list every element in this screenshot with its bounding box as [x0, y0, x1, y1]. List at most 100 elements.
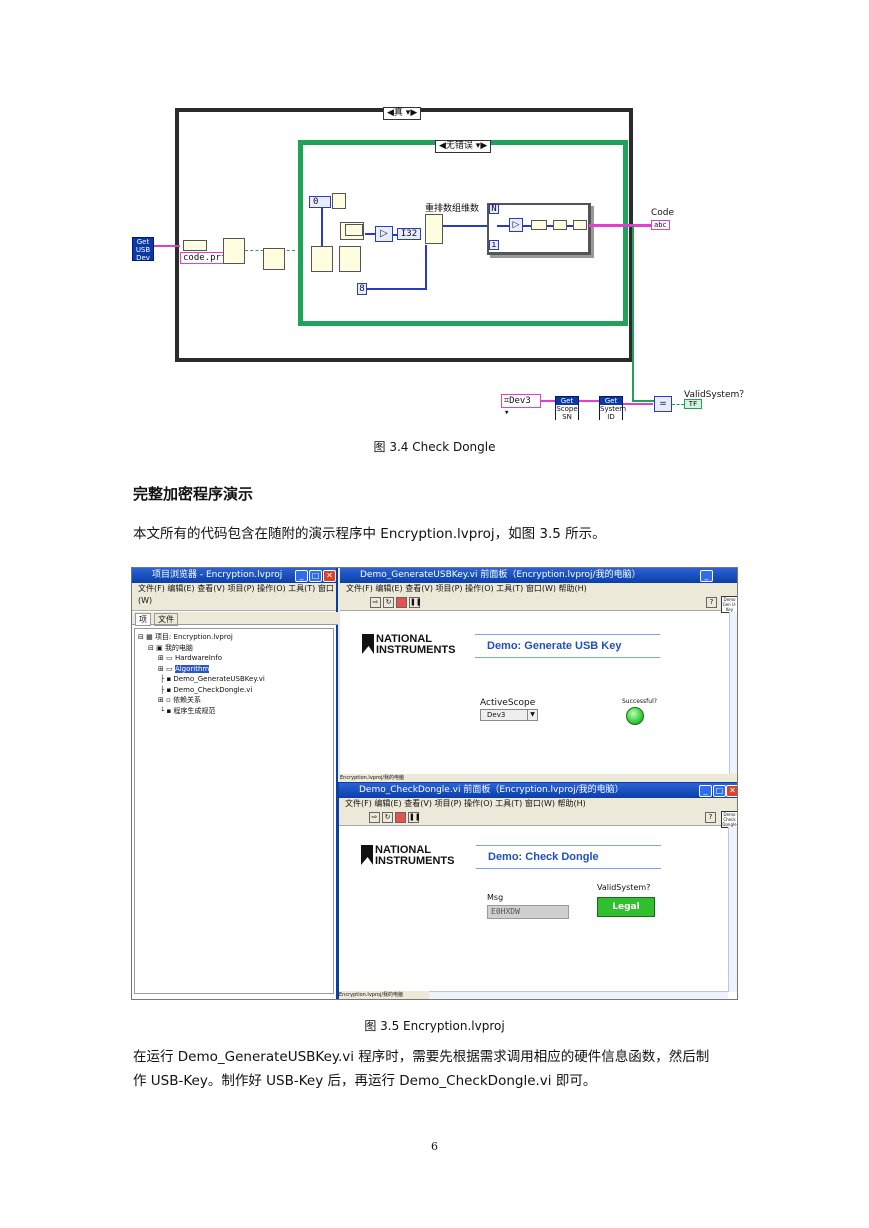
- read-file-node[interactable]: [263, 248, 285, 270]
- equal-node[interactable]: =: [654, 396, 672, 412]
- tree-item[interactable]: └ ▪ 程序生成规范: [160, 706, 216, 715]
- const-zero[interactable]: 0: [309, 196, 331, 208]
- gen-vi-icon: Demo Gen U-Key: [721, 596, 737, 613]
- loop-node-3[interactable]: [573, 220, 587, 230]
- tag-line: Get: [560, 397, 574, 405]
- valid-system-indicator[interactable]: TF: [684, 399, 702, 409]
- reshape-array-node[interactable]: [425, 214, 443, 244]
- tag-line: Get: [604, 397, 618, 405]
- const-eight[interactable]: 8: [357, 283, 367, 295]
- add-node[interactable]: ▷: [509, 218, 523, 232]
- ni-eagle-icon: [362, 634, 374, 654]
- project-window-title[interactable]: 项目浏览器 - Encryption.lvproj: [132, 568, 336, 583]
- valid-system-label: ValidSystem？: [684, 390, 749, 400]
- valid-system-label: ValidSystem?: [597, 883, 651, 892]
- wire: [672, 404, 684, 405]
- section-heading: 完整加密程序演示: [133, 485, 254, 503]
- array-node[interactable]: [332, 193, 346, 209]
- tree-item[interactable]: ⊞ ▭ HardwareInfo: [158, 654, 222, 662]
- chevron-down-icon[interactable]: ▼: [527, 710, 537, 720]
- encryption-screenshot: 项目浏览器 - Encryption.lvproj _ □ ✕ 文件(F) 编辑…: [131, 567, 738, 1000]
- loop-node-2[interactable]: [553, 220, 567, 230]
- maximize-icon[interactable]: □: [713, 785, 726, 797]
- get-scope-sn-tag[interactable]: Get Scope SN: [555, 396, 579, 421]
- tab-items[interactable]: 项: [135, 613, 151, 626]
- tree-item[interactable]: ├ ▪ Demo_GenerateUSBKey.vi: [160, 675, 265, 683]
- run-icon[interactable]: ⇨: [370, 597, 381, 608]
- loop-node-1[interactable]: [531, 220, 547, 230]
- get-system-id-tag[interactable]: Get System ID: [599, 396, 626, 421]
- abort-icon[interactable]: [396, 597, 407, 608]
- paragraph-line: 在运行 Demo_GenerateUSBKey.vi 程序时，需要先根据需求调用…: [133, 1049, 710, 1065]
- check-demo-title: Demo: Check Dongle: [476, 845, 661, 869]
- generate-usb-key-window[interactable]: Demo_GenerateUSBKey.vi 前面板（Encryption.lv…: [340, 568, 737, 782]
- abort-icon[interactable]: [395, 812, 406, 823]
- outer-case-selector[interactable]: ◀真 ▾▶: [383, 107, 422, 120]
- successful-label: Successful?: [622, 698, 657, 705]
- help-icon[interactable]: ?: [706, 597, 717, 608]
- minimize-icon[interactable]: _: [700, 570, 713, 582]
- file-path-constant[interactable]: code.prf: [180, 252, 230, 264]
- compare-node[interactable]: ▷: [375, 226, 393, 242]
- tree-item[interactable]: ⊟ ▦ 项目: Encryption.lvproj: [138, 633, 233, 641]
- dev-control[interactable]: ⌗Dev3 ▾: [501, 394, 541, 418]
- closing-paragraph: 在运行 Demo_GenerateUSBKey.vi 程序时，需要先根据需求调用…: [133, 1045, 753, 1093]
- code-output-indicator[interactable]: abc: [651, 220, 670, 230]
- help-icon[interactable]: ?: [705, 812, 716, 823]
- tab-files[interactable]: 文件: [154, 613, 178, 626]
- minimize-icon[interactable]: _: [295, 570, 308, 582]
- inner-case-selector[interactable]: ◀无错误 ▾▶: [435, 140, 492, 153]
- index-array-node[interactable]: [345, 224, 363, 236]
- run-continuous-icon[interactable]: ↻: [383, 597, 394, 608]
- legal-indicator: Legal: [597, 897, 655, 917]
- check-vertical-scrollbar[interactable]: [728, 827, 737, 992]
- generate-status-bar: Encryption.lvproj/我的电脑: [340, 774, 737, 782]
- check-dongle-window[interactable]: Demo_CheckDongle.vi 前面板（Encryption.lvpro…: [338, 782, 737, 999]
- project-tree-border: [134, 628, 334, 994]
- file-node[interactable]: [183, 240, 207, 251]
- msg-label: Msg: [487, 893, 504, 902]
- tag-line: Scope: [556, 405, 578, 413]
- tree-item[interactable]: ⊞ ▫ 依赖关系: [158, 696, 202, 704]
- generate-window-title[interactable]: Demo_GenerateUSBKey.vi 前面板（Encryption.lv…: [340, 568, 737, 583]
- tree-item[interactable]: ⊟ ▣ 我的电脑: [148, 643, 193, 652]
- tree-item[interactable]: ├ ▪ Demo_CheckDongle.vi: [160, 685, 253, 694]
- wire: [365, 233, 377, 235]
- wire: [632, 400, 654, 402]
- check-toolbar: ⇨ ↻ ❚❚ ?: [339, 811, 737, 826]
- active-scope-select[interactable]: Dev3 ▼: [480, 709, 538, 721]
- wire: [589, 224, 651, 227]
- get-usb-dev-tag[interactable]: Get USB Dev: [132, 237, 154, 262]
- tag-line: ID: [600, 413, 622, 421]
- close-icon[interactable]: ✕: [726, 785, 737, 797]
- run-continuous-icon[interactable]: ↻: [382, 812, 393, 823]
- pause-icon[interactable]: ❚❚: [408, 812, 421, 823]
- read-binary-node[interactable]: [339, 246, 361, 272]
- open-file-node[interactable]: [223, 238, 245, 264]
- project-menu-bar[interactable]: 文件(F) 编辑(E) 查看(V) 项目(P) 操作(O) 工具(T) 窗口(W…: [132, 583, 336, 605]
- tag-line: Dev: [136, 254, 150, 262]
- loop-index-i: i: [489, 240, 499, 250]
- check-menu-bar[interactable]: 文件(F) 编辑(E) 查看(V) 项目(P) 操作(O) 工具(T) 窗口(W…: [339, 798, 737, 811]
- project-window[interactable]: 项目浏览器 - Encryption.lvproj _ □ ✕ 文件(F) 编辑…: [132, 568, 338, 999]
- project-tree: ⊟ ▦ 项目: Encryption.lvproj ⊟ ▣ 我的电脑 ⊞ ▭ H…: [138, 632, 328, 716]
- active-scope-label: ActiveScope: [480, 698, 536, 708]
- binary-read-node[interactable]: [311, 246, 333, 272]
- page-number: 6: [431, 1140, 438, 1153]
- wire: [579, 400, 599, 402]
- check-window-title[interactable]: Demo_CheckDongle.vi 前面板（Encryption.lvpro…: [339, 783, 737, 798]
- numeric-i32[interactable]: I32: [397, 228, 421, 240]
- close-icon[interactable]: ✕: [323, 570, 336, 582]
- generate-menu-bar[interactable]: 文件(F) 编辑(E) 查看(V) 项目(P) 操作(O) 工具(T) 窗口(W…: [340, 583, 737, 596]
- minimize-icon[interactable]: _: [699, 785, 712, 797]
- ni-logo: NATIONAL INSTRUMENTS: [362, 634, 455, 656]
- wire: [443, 225, 489, 227]
- generate-vertical-scrollbar[interactable]: [729, 612, 737, 782]
- check-horizontal-scrollbar[interactable]: [429, 991, 728, 999]
- pause-icon[interactable]: ❚❚: [409, 597, 422, 608]
- maximize-icon[interactable]: □: [309, 570, 322, 582]
- tree-item[interactable]: ⊞ ▭ Algorithm: [158, 664, 210, 673]
- wire: [393, 234, 397, 236]
- run-icon[interactable]: ⇨: [369, 812, 380, 823]
- wire: [623, 403, 653, 405]
